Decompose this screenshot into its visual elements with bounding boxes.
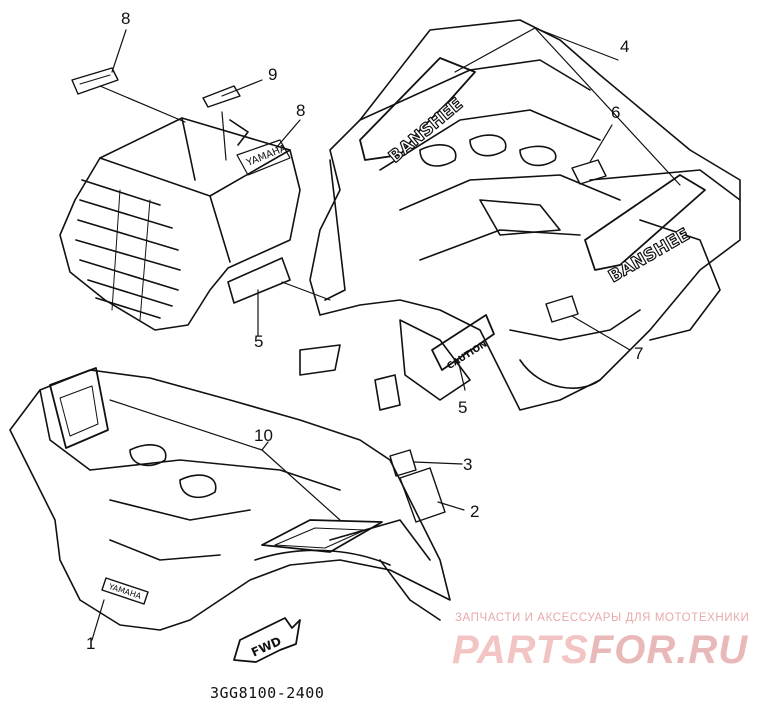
decal-item-2 bbox=[399, 467, 446, 523]
decal-yamaha-strip-upper bbox=[71, 67, 119, 95]
watermark-brand-a: PARTS bbox=[452, 628, 589, 672]
callout-5-right: 5 bbox=[458, 398, 468, 417]
decal-warning-plate-left bbox=[49, 367, 109, 449]
decal-banshee-text-b: BANSHEE bbox=[605, 225, 693, 287]
decal-yamaha-guard: YAMAHA bbox=[236, 139, 291, 176]
decal-yamaha-rear: YAMAHA bbox=[101, 577, 149, 605]
decal-caution-left bbox=[227, 257, 291, 304]
watermark-brand: PARTSFOR.RU bbox=[452, 628, 748, 673]
tank-cover-part bbox=[309, 19, 741, 411]
decal-caution-right: CAUTION bbox=[431, 314, 495, 372]
decal-item-3 bbox=[389, 449, 417, 477]
callout-1: 1 bbox=[86, 634, 96, 653]
decal-banshee-lower: BANSHEE bbox=[584, 174, 706, 288]
callout-8-upper: 8 bbox=[121, 9, 131, 28]
watermark-brand-b: FOR.RU bbox=[588, 628, 749, 672]
callout-4: 4 bbox=[620, 37, 630, 56]
watermark-subtitle: ЗАПЧАСТИ И АКСЕССУАРЫ ДЛЯ МОТОТЕХНИКИ bbox=[455, 612, 750, 624]
decal-small-rectangle-7 bbox=[545, 295, 579, 323]
decal-small-rectangle-9 bbox=[202, 85, 241, 108]
callout-8-lower: 8 bbox=[296, 101, 306, 120]
callout-2: 2 bbox=[470, 502, 480, 521]
callout-3: 3 bbox=[463, 455, 473, 474]
decal-yamaha-text-a: YAMAHA bbox=[244, 143, 288, 169]
leader-lines bbox=[91, 27, 681, 641]
decal-small-rectangle-6 bbox=[571, 159, 607, 185]
callout-9: 9 bbox=[268, 65, 278, 84]
fwd-text: FWD bbox=[249, 634, 283, 660]
part-number-label: 3GG8100-2400 bbox=[210, 684, 325, 702]
decal-warning-plate-right bbox=[261, 519, 383, 553]
fwd-arrow-symbol: FWD bbox=[233, 617, 301, 663]
callout-10: 10 bbox=[254, 426, 273, 445]
front-guard-part bbox=[59, 117, 301, 331]
callout-5-left: 5 bbox=[254, 332, 264, 351]
callout-7: 7 bbox=[634, 344, 644, 363]
decal-banshee-text-a: BANSHEE bbox=[385, 94, 467, 167]
rear-fender-part bbox=[9, 344, 451, 631]
callout-6: 6 bbox=[611, 103, 621, 122]
